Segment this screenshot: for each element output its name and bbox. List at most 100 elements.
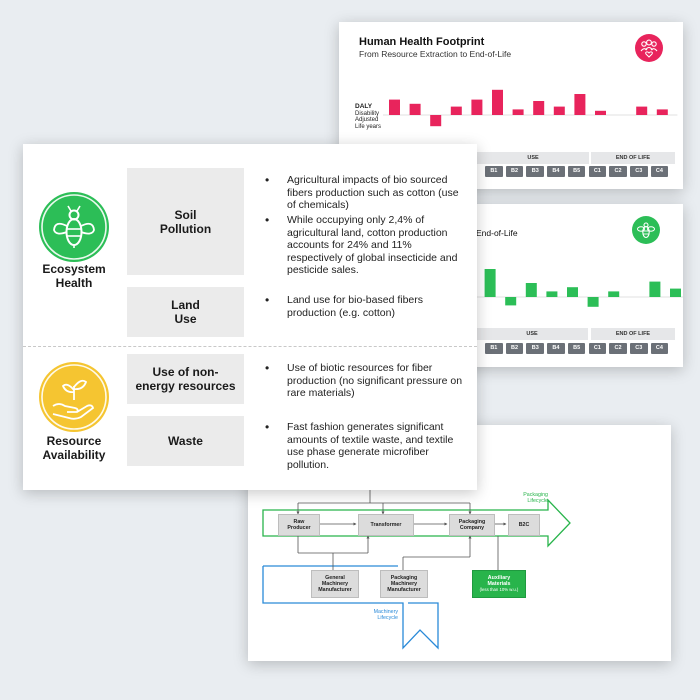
land-use-line-2: Use	[174, 312, 197, 326]
stage-pill-c4: C4	[650, 343, 669, 354]
y-axis-label: DALY Disability Adjusted Life years	[355, 103, 382, 130]
stage-pill-c4: C4	[650, 166, 669, 177]
chart-bar	[567, 287, 578, 297]
packaging-lifecycle-shape	[262, 498, 571, 548]
non-energy-line-2: energy resources	[135, 379, 236, 393]
people-health-icon	[635, 34, 663, 62]
bee-icon	[39, 192, 109, 262]
non-energy-line-1: Use of non-	[152, 365, 219, 379]
chart-bar	[595, 110, 606, 115]
section-divider	[23, 346, 477, 347]
packaging-machinery-line-2: Machinery	[390, 581, 418, 587]
packaging-lifecycle-line-1: Packaging	[523, 492, 548, 498]
soil-pollution-bullet-1: Agricultural impacts of bio sourced fibe…	[265, 174, 469, 212]
chart-bar	[484, 269, 496, 297]
stage-pill-b4: B4	[547, 166, 565, 177]
stage-pill-c2: C2	[609, 166, 627, 177]
health-bar-chart	[383, 89, 678, 127]
general-machinery-line-1: General	[325, 575, 345, 581]
chart-bar	[492, 89, 503, 115]
stage-pill-b3: B3	[526, 343, 545, 354]
chart-bar	[656, 109, 668, 115]
bee-icon	[632, 216, 660, 244]
diagram-lines	[262, 487, 571, 650]
chart-bar	[471, 99, 483, 115]
stage-pill-b5: B5	[567, 343, 586, 354]
chart-bar	[608, 291, 620, 297]
chart-bar	[430, 115, 442, 127]
chart-bar	[533, 101, 545, 115]
y-axis-sub-3: Life years	[355, 123, 382, 130]
y-axis-sub-2: Adjusted	[355, 117, 379, 123]
ecosystem-health-label: Ecosystem Health	[29, 262, 119, 290]
y-axis-title: DALY	[355, 103, 373, 110]
soil-pollution-line-1: Soil	[174, 207, 197, 222]
non-energy-bullet-1: Use of biotic resources for fiber produc…	[265, 362, 469, 400]
soil-pollution-line-2: Pollution	[159, 221, 212, 236]
chart-bar	[389, 99, 400, 115]
stage-pill-c1: C1	[588, 166, 607, 177]
stage-pill-c3: C3	[629, 166, 648, 177]
health-card-title: Human Health Footprint	[359, 36, 485, 48]
b2c-box: B2C	[508, 514, 540, 536]
packaging-lifecycle-label: Packaging Lifecycle	[488, 492, 548, 504]
auxiliary-line-2: Materials	[487, 581, 511, 587]
auxiliary-note: (less than 10% w.u.)	[479, 587, 519, 592]
hand-plant-icon	[39, 362, 109, 432]
transformer-box: Transformer	[358, 514, 414, 536]
machinery-lifecycle-label: Machinery Lifecycle	[338, 609, 398, 621]
packaging-lifecycle-line-2: Lifecycle	[527, 498, 548, 504]
packaging-machinery-line-1: Packaging	[390, 575, 418, 581]
chart-bar	[409, 103, 421, 115]
stage-pill-b5: B5	[567, 166, 586, 177]
non-energy-resources-box: Use of non-energy resources	[127, 354, 244, 404]
stage-pill-b1: B1	[485, 166, 503, 177]
chart-bar	[512, 109, 524, 115]
y-axis-sub-1: Disability	[355, 110, 380, 117]
stage-pill-b3: B3	[526, 166, 545, 177]
ecosystem-label-line-2: Health	[55, 276, 93, 290]
resource-label-line-2: Availability	[42, 448, 106, 462]
stage-header-use: USE	[477, 152, 589, 164]
raw-producer-line-1: Raw	[293, 519, 305, 525]
raw-producer-line-2: Producer	[287, 525, 311, 531]
resource-availability-label: Resource Availability	[29, 434, 119, 462]
land-use-line-1: Land	[171, 298, 200, 312]
general-machinery-line-2: Machinery	[321, 581, 349, 587]
land-use-bullet-1: Land use for bio-based fibers production…	[265, 294, 469, 319]
eco-card-title: End-of-Life	[476, 228, 518, 238]
stage-pill-b1: B1	[485, 343, 503, 354]
stage-pill-c3: C3	[629, 343, 648, 354]
stage-header-end-of-life: END OF LIFE	[591, 152, 675, 164]
chart-bar	[505, 297, 517, 306]
packaging-machinery-line-3: Manufacturer	[387, 587, 421, 593]
stage-header-use: USE	[476, 328, 588, 340]
stage-pill-c2: C2	[609, 343, 627, 354]
chart-bar	[546, 291, 558, 297]
packaging-company-line-2: Company	[459, 525, 485, 531]
chart-bar	[636, 106, 648, 115]
machinery-lifecycle-line-1: Machinery	[373, 609, 398, 615]
chart-bar	[450, 106, 462, 115]
chart-bar	[574, 94, 586, 115]
auxiliary-line-1: Auxiliary	[487, 575, 511, 581]
packaging-company-line-1: Packaging	[458, 519, 486, 525]
resource-label-line-1: Resource	[46, 434, 102, 448]
ecosystem-label-line-1: Ecosystem	[42, 262, 106, 276]
waste-bullet-1: Fast fashion generates significant amoun…	[265, 421, 469, 471]
general-machinery-line-3: Manufacturer	[318, 587, 352, 593]
chart-bar	[649, 281, 661, 297]
stage-pill-c1: C1	[588, 343, 607, 354]
chart-bar	[587, 297, 599, 307]
stage-pill-b2: B2	[505, 343, 524, 354]
health-card-subtitle: From Resource Extraction to End-of-Life	[359, 49, 512, 59]
stage-header-end-of-life: END OF LIFE	[591, 328, 675, 340]
